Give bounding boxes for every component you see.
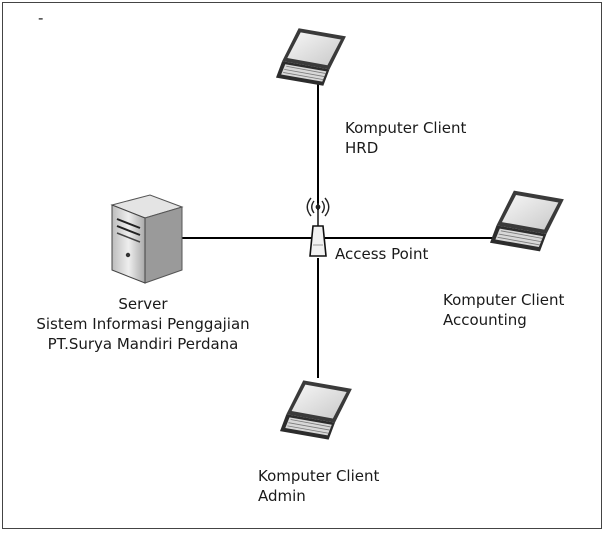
label-server-line1: Server [118, 295, 168, 313]
label-admin-line1: Komputer Client [258, 467, 380, 485]
label-server-line2: Sistem Informasi Penggajian [36, 315, 250, 333]
label-accounting-line2: Accounting [443, 311, 527, 329]
label-hrd-line1: Komputer Client [345, 119, 467, 137]
laptop-hrd-icon [276, 27, 347, 87]
label-admin-line2: Admin [258, 487, 306, 505]
server-icon [110, 194, 184, 284]
access-point-icon [306, 197, 330, 257]
diagram-frame [2, 2, 602, 529]
label-server: Server Sistem Informasi Penggajian PT.Su… [12, 294, 274, 354]
label-accounting-line1: Komputer Client [443, 291, 565, 309]
laptop-admin-icon [280, 379, 353, 441]
label-hrd: Komputer Client HRD [345, 118, 466, 158]
marker-text: - [38, 9, 44, 27]
label-access-point: Access Point [335, 245, 429, 263]
label-server-line3: PT.Surya Mandiri Perdana [47, 335, 239, 353]
label-hrd-line2: HRD [345, 139, 379, 157]
laptop-accounting-icon [490, 190, 565, 252]
label-admin: Komputer Client Admin [258, 466, 379, 506]
label-accounting: Komputer Client Accounting [443, 290, 564, 330]
